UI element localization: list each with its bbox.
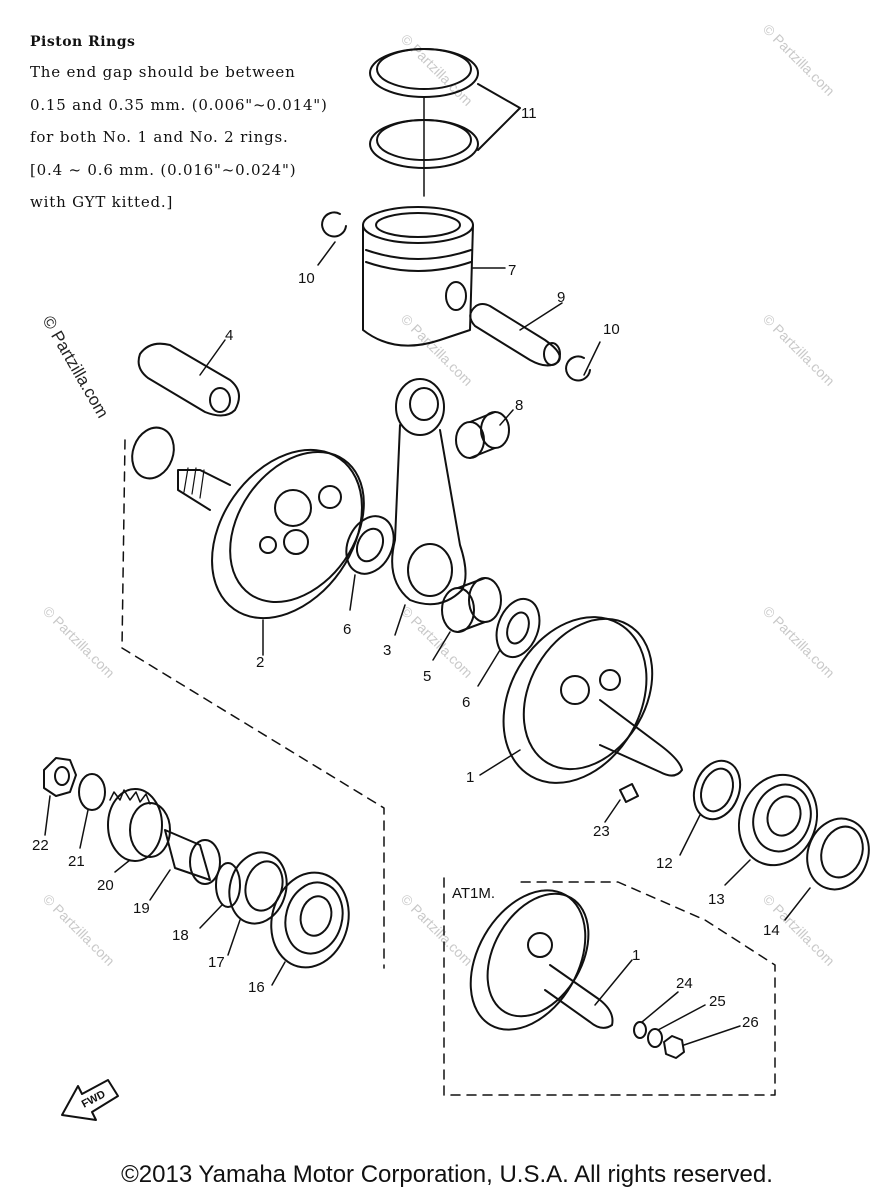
washer: [78, 773, 106, 811]
main-bearing: [724, 773, 819, 886]
callout-19: 19: [133, 900, 150, 917]
circlip: [565, 355, 591, 382]
callout-6: 6: [462, 694, 470, 711]
callout-6: 6: [343, 621, 351, 638]
main-bearing: [270, 871, 350, 986]
callout-1: 1: [466, 769, 474, 786]
callout-24: 24: [676, 975, 693, 992]
piston-rings-note: Piston Rings The end gap should be betwe…: [30, 34, 330, 219]
crank-pin: [137, 339, 240, 417]
note-line: for both No. 1 and No. 2 rings.: [30, 128, 289, 146]
callout-2: 2: [256, 654, 264, 671]
callout-26: 26: [742, 1014, 759, 1031]
callout-16: 16: [248, 979, 265, 996]
at1m-variant-box: [443, 877, 776, 1096]
nut: [43, 757, 77, 836]
watermarks: © Partzilla.com © Partzilla.com © Partzi…: [39, 21, 838, 969]
oil-seal: [784, 817, 870, 921]
fwd-label: FWD: [80, 1088, 108, 1110]
piston-pin: [469, 302, 563, 367]
note-line: [0.4 ~ 0.6 mm. (0.016"~0.024"): [30, 160, 297, 179]
primary-gear: [107, 788, 171, 873]
callout-17: 17: [208, 954, 225, 971]
callout-11: 11: [521, 105, 537, 122]
callout-10: 10: [298, 270, 315, 287]
watermark: © Partzilla.com: [398, 891, 476, 969]
collar: [149, 829, 221, 901]
crank-wheel-right: [479, 616, 683, 784]
callout-3: 3: [383, 642, 391, 659]
watermark: © Partzilla.com: [40, 603, 118, 681]
woodruff-key: [619, 783, 639, 803]
note-line: with GYT kitted.]: [30, 193, 174, 211]
thrust-washer: [345, 515, 395, 575]
watermark: © Partzilla.com: [40, 891, 118, 969]
callout-9: 9: [557, 289, 565, 306]
washer: [692, 759, 742, 821]
callout-1: 1: [632, 947, 640, 964]
connecting-rod: [391, 378, 467, 636]
thrust-washer: [131, 426, 175, 480]
watermark: © Partzilla.com: [760, 311, 838, 389]
variant-label: AT1M.: [452, 885, 495, 902]
callout-10: 10: [603, 321, 620, 338]
callout-4: 4: [225, 327, 233, 344]
oil-seal: [227, 851, 288, 956]
callout-5: 5: [423, 668, 431, 685]
callout-22: 22: [32, 837, 49, 854]
crank-wheel-left: [177, 448, 365, 656]
watermark: © Partzilla.com: [760, 603, 838, 681]
callout-21: 21: [68, 853, 85, 870]
callout-8: 8: [515, 397, 523, 414]
note-title: Piston Rings: [30, 34, 136, 50]
watermark: © Partzilla.com: [398, 603, 476, 681]
note-line: The end gap should be between: [30, 63, 296, 81]
big-end-bearing: [432, 577, 502, 661]
callout-7: 7: [508, 262, 516, 279]
note-line: 0.15 and 0.35 mm. (0.006"~0.014"): [30, 95, 328, 114]
callout-25: 25: [709, 993, 726, 1010]
forward-arrow-icon: FWD: [61, 1079, 119, 1121]
watermark: © Partzilla.com: [760, 21, 838, 99]
thrust-washer: [495, 597, 541, 659]
callout-18: 18: [172, 927, 189, 944]
piston: [362, 206, 506, 347]
circlip: [321, 211, 347, 238]
callout-23: 23: [593, 823, 610, 840]
copyright-notice: ©2013 Yamaha Motor Corporation, U.S.A. A…: [121, 1161, 773, 1188]
callout-20: 20: [97, 877, 114, 894]
spacer: [215, 862, 241, 908]
callout-14: 14: [763, 922, 780, 939]
callout-12: 12: [656, 855, 673, 872]
watermark: © Partzilla.com: [39, 313, 113, 422]
watermark: © Partzilla.com: [398, 311, 476, 389]
small-end-bearing: [455, 409, 514, 459]
callout-13: 13: [708, 891, 725, 908]
